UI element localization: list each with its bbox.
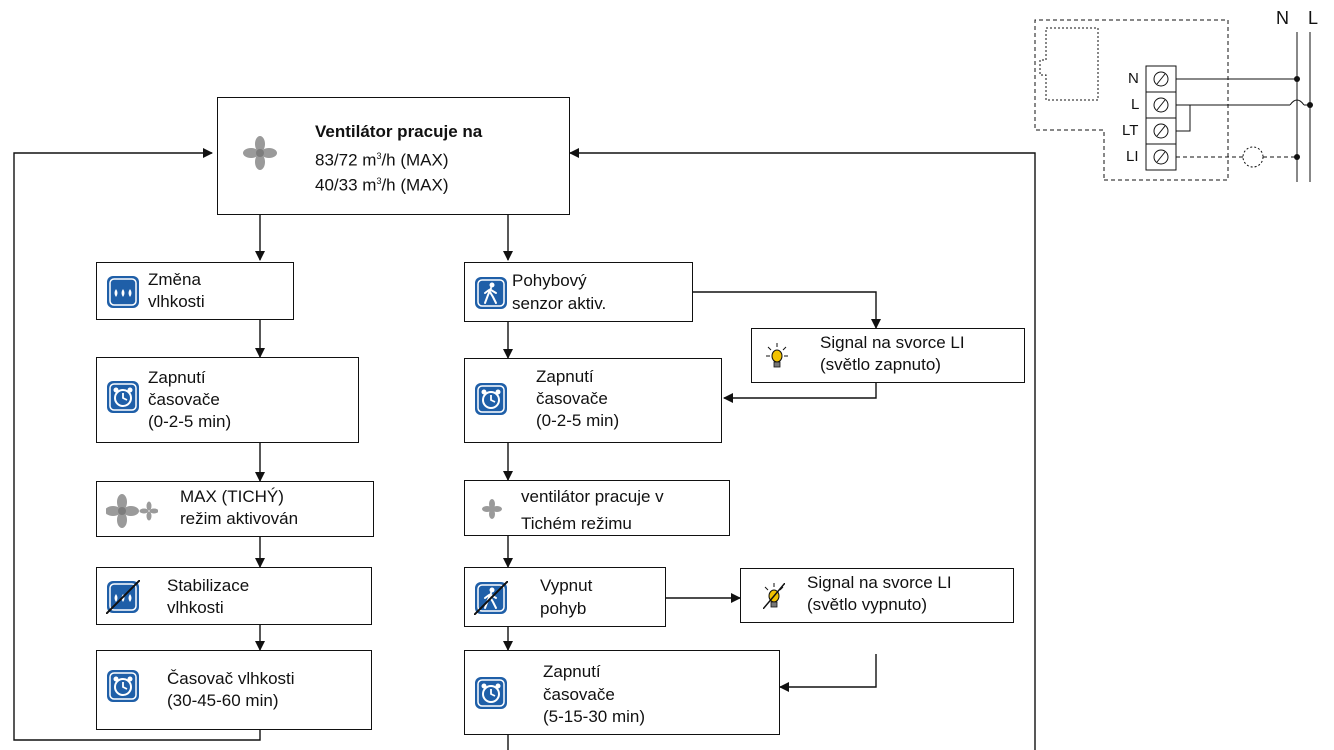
fan-status-box: Ventilátor pracuje na 83/72 m3/h (MAX) 4… xyxy=(217,97,570,215)
max-mode-line2: režim aktivován xyxy=(180,509,299,528)
timer-on-right-line1: Zapnutí xyxy=(536,367,594,386)
signal-on-box: Signal na svorce LI (světlo zapnuto) xyxy=(751,328,1025,383)
motion-sensor-line2: senzor aktiv. xyxy=(512,294,607,313)
motion-off-line1: Vypnut xyxy=(540,576,593,595)
water-drops-crossed-icon xyxy=(106,580,140,614)
quiet-mode-line1: ventilátor pracuje v xyxy=(521,487,664,506)
timer-on-left-line1: Zapnutí xyxy=(148,368,206,387)
signal-on-line2: (světlo zapnuto) xyxy=(820,355,941,374)
motion-off-box: Vypnut pohyb xyxy=(464,567,666,627)
fan-icon xyxy=(482,499,502,519)
timer-on-long-box: Zapnutí časovače (5-15-30 min) xyxy=(464,650,780,735)
fan-icon xyxy=(106,494,158,528)
terminal-label-n: N xyxy=(1128,70,1139,87)
quiet-mode-box: ventilátor pracuje v Tichém režimu xyxy=(464,480,730,536)
signal-off-line1: Signal na svorce LI xyxy=(807,573,952,592)
alarm-clock-icon xyxy=(475,677,507,709)
terminal-label-lt: LT xyxy=(1122,122,1139,139)
signal-on-line1: Signal na svorce LI xyxy=(820,333,965,352)
max-mode-box: MAX (TICHÝ) režim aktivován xyxy=(96,481,374,537)
terminal-label-li: LI xyxy=(1126,148,1139,165)
signal-off-box: Signal na svorce LI (světlo vypnuto) xyxy=(740,568,1014,623)
stabilization-line1: Stabilizace xyxy=(167,576,250,595)
timer-on-long-line1: Zapnutí xyxy=(543,662,601,681)
walking-person-icon xyxy=(475,277,507,309)
timer-on-right-line3: (0-2-5 min) xyxy=(536,411,620,430)
timer-on-right-box: Zapnutí časovače (0-2-5 min) xyxy=(464,358,722,443)
timer-on-long-line3: (5-15-30 min) xyxy=(543,707,646,726)
quiet-mode-line2: Tichém režimu xyxy=(521,514,632,533)
fan-status-title: Ventilátor pracuje na xyxy=(315,122,483,141)
alarm-clock-icon xyxy=(475,383,507,415)
humidity-change-box: Změna vlhkosti xyxy=(96,262,294,320)
humidity-timer-box: Časovač vlhkosti (30-45-60 min) xyxy=(96,650,372,730)
timer-on-left-box: Zapnutí časovače (0-2-5 min) xyxy=(96,357,359,443)
humidity-change-line1: Změna xyxy=(148,270,201,289)
light-bulb-icon xyxy=(766,343,788,368)
light-bulb-crossed-icon xyxy=(763,583,785,609)
motion-sensor-line1: Pohybový xyxy=(512,271,587,290)
wire-label-l: L xyxy=(1308,8,1319,28)
motion-off-line2: pohyb xyxy=(540,599,587,618)
humidity-stabilization-box: Stabilizace vlhkosti xyxy=(96,567,372,625)
water-drops-icon xyxy=(107,276,139,308)
timer-on-left-line2: časovače xyxy=(148,390,220,409)
stabilization-line2: vlhkosti xyxy=(167,598,224,617)
walking-person-crossed-icon xyxy=(474,581,508,615)
fan-icon xyxy=(243,136,277,170)
signal-off-line2: (světlo vypnuto) xyxy=(807,595,927,614)
timer-on-right-line2: časovače xyxy=(536,389,608,408)
motion-sensor-box: Pohybový senzor aktiv. xyxy=(464,262,693,322)
humidity-timer-line2: (30-45-60 min) xyxy=(167,691,279,710)
alarm-clock-icon xyxy=(107,381,139,413)
timer-on-long-line2: časovače xyxy=(543,685,615,704)
alarm-clock-icon xyxy=(107,670,139,702)
humidity-timer-line1: Časovač vlhkosti xyxy=(167,669,295,688)
humidity-change-line2: vlhkosti xyxy=(148,292,205,311)
timer-on-left-line3: (0-2-5 min) xyxy=(148,412,232,431)
wire-label-n: N xyxy=(1276,8,1289,28)
fan-flow-quiet: 40/33 m3/h (MAX) xyxy=(315,175,449,195)
terminal-label-l: L xyxy=(1131,96,1140,113)
fan-flow-max: 83/72 m3/h (MAX) xyxy=(315,150,449,170)
max-mode-line1: MAX (TICHÝ) xyxy=(180,487,284,506)
